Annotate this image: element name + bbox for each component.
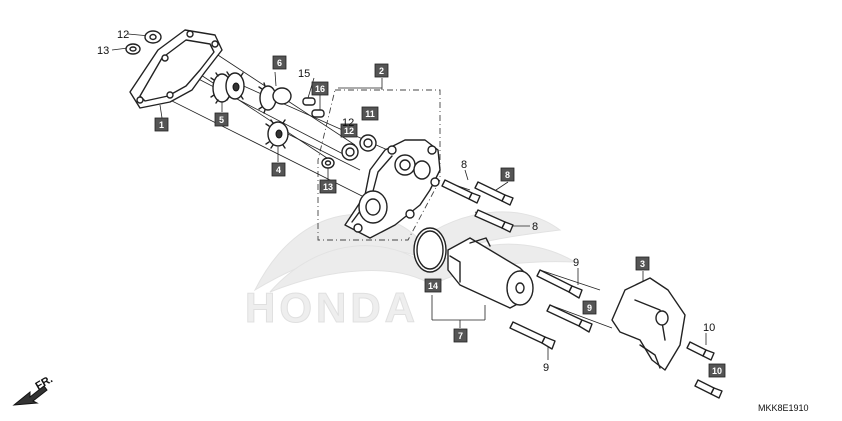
svg-text:5: 5 — [219, 115, 224, 125]
label-10-plain-a: 10 — [703, 322, 715, 334]
svg-text:7: 7 — [458, 331, 463, 341]
gear-4-part — [265, 119, 289, 149]
watermark-text: HONDA — [245, 284, 419, 331]
label-4: 4 — [271, 162, 286, 177]
label-12-boxed: 12 — [340, 123, 358, 138]
svg-text:13: 13 — [323, 182, 333, 192]
bolts-10 — [686, 341, 723, 399]
label-7: 7 — [453, 328, 468, 343]
assembly-outline — [317, 89, 441, 241]
svg-text:14: 14 — [428, 281, 438, 291]
label-16: 16 — [311, 81, 329, 96]
svg-text:3: 3 — [640, 259, 645, 269]
front-direction-arrow: FR. — [12, 373, 55, 406]
front-direction-label: FR. — [34, 373, 55, 392]
label-11: 11 — [361, 106, 379, 121]
label-12-plain-a: 12 — [117, 29, 129, 41]
gearbox-housing-part — [344, 139, 441, 239]
label-9-plain-c: 9 — [543, 362, 549, 374]
svg-text:2: 2 — [379, 66, 384, 76]
svg-text:9: 9 — [587, 303, 592, 313]
label-1: 1 — [154, 117, 169, 132]
double-gear-part — [210, 71, 245, 104]
label-13-plain-a: 13 — [97, 45, 109, 57]
label-9-plain-a: 9 — [573, 257, 579, 269]
svg-text:16: 16 — [315, 84, 325, 94]
diagram-code: MKK8E1910 — [758, 403, 809, 413]
svg-text:11: 11 — [365, 109, 375, 119]
label-15: 15 — [298, 68, 310, 80]
svg-text:4: 4 — [276, 165, 281, 175]
label-9-boxed: 9 — [582, 300, 597, 315]
dowel-pins — [302, 97, 325, 118]
label-6: 6 — [272, 55, 287, 70]
svg-text:6: 6 — [277, 58, 282, 68]
motor-part — [447, 237, 534, 309]
seals-middle — [321, 134, 377, 169]
label-2: 2 — [374, 63, 389, 78]
label-8-plain-a: 8 — [461, 159, 467, 171]
label-12-plain-c: 12 — [342, 117, 354, 129]
svg-text:8: 8 — [505, 170, 510, 180]
cover-bracket-part — [611, 277, 686, 371]
o-ring-part — [413, 227, 447, 273]
label-8-plain-c: 8 — [532, 221, 538, 233]
bolts-9 — [509, 269, 593, 350]
small-gear-part — [258, 82, 292, 114]
label-14: 14 — [424, 278, 442, 293]
svg-text:10: 10 — [712, 366, 722, 376]
svg-text:12: 12 — [344, 126, 354, 136]
label-3: 3 — [635, 256, 650, 271]
svg-text:1: 1 — [159, 120, 164, 130]
honda-watermark: HONDA — [245, 211, 576, 332]
cover-gasket-part — [129, 29, 223, 109]
label-5: 5 — [214, 112, 229, 127]
label-10-boxed: 10 — [708, 363, 726, 378]
washer-upper-left — [125, 30, 162, 55]
label-13-boxed: 13 — [319, 179, 337, 194]
label-8-boxed: 8 — [500, 167, 515, 182]
bolts-8 — [441, 179, 514, 233]
